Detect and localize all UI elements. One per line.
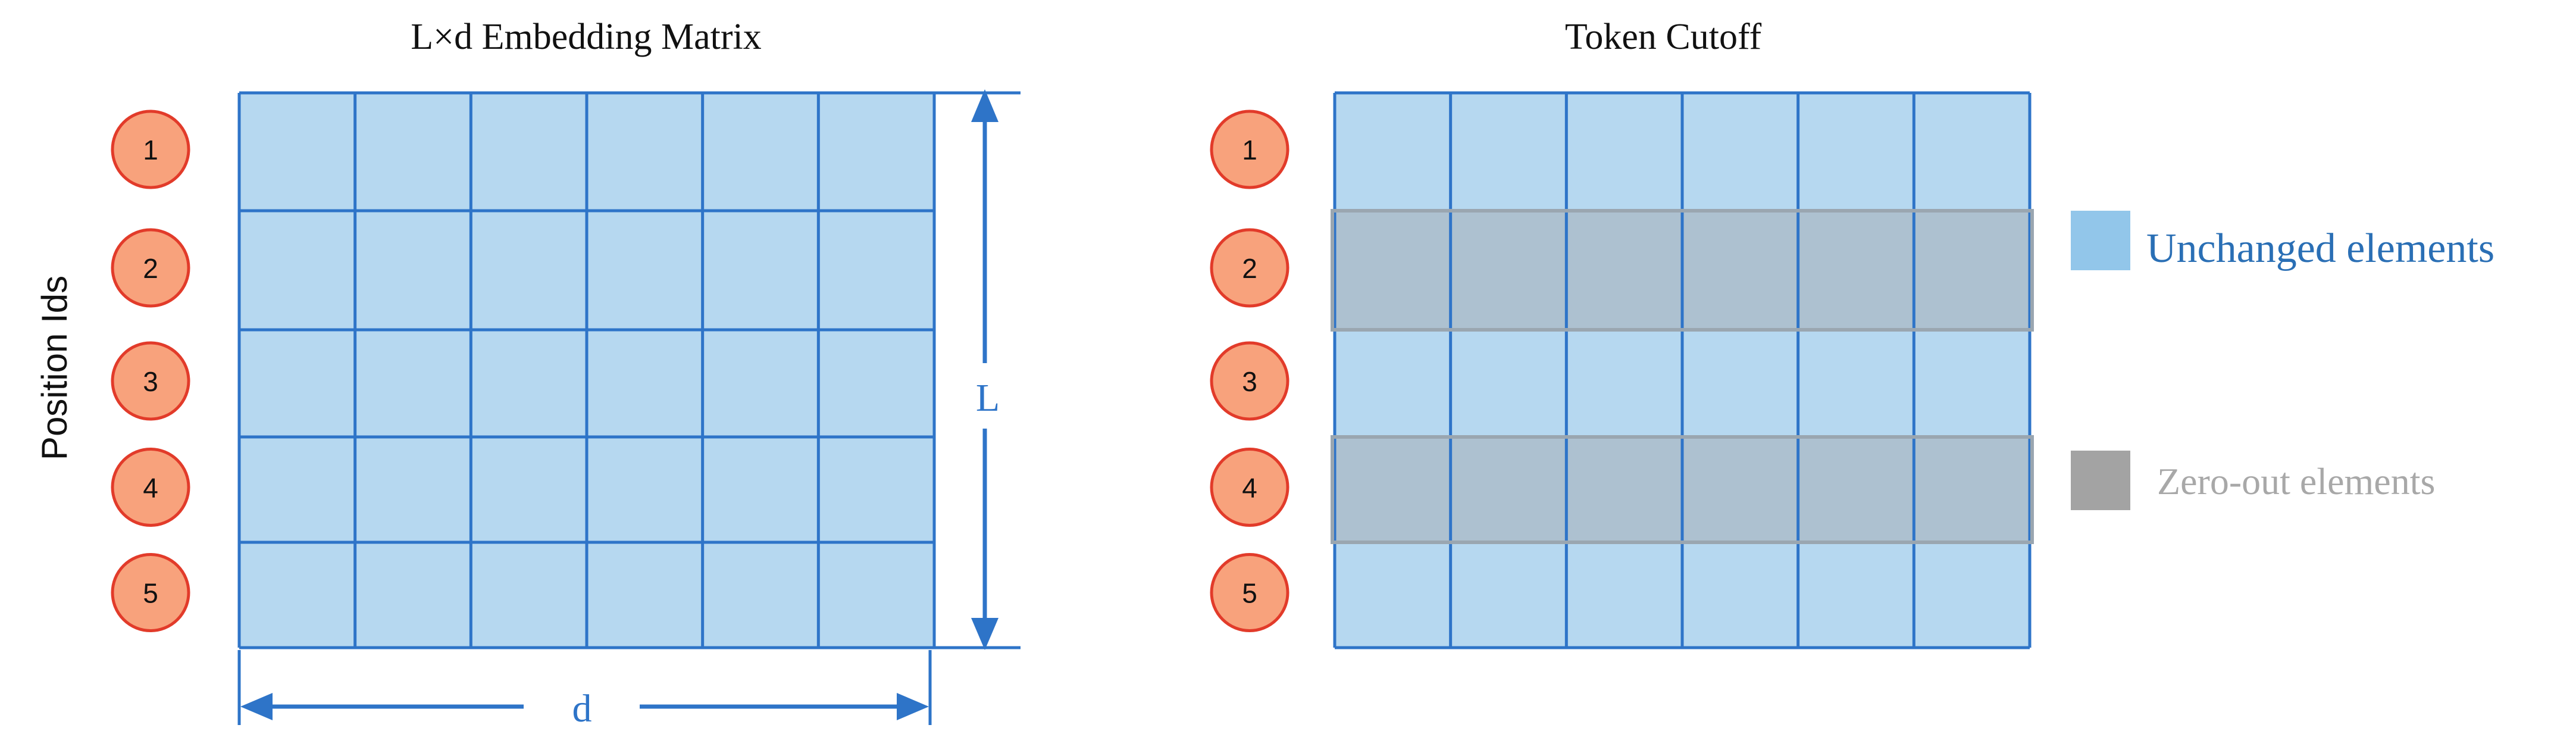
position-id-label: 2 — [1242, 253, 1257, 284]
height-arrow-head-top — [971, 89, 999, 122]
position-id-circle — [111, 448, 190, 527]
position-id-circle — [1210, 110, 1289, 189]
position-id-label: 4 — [1242, 473, 1257, 504]
width-dimension: d — [237, 650, 932, 730]
width-label: d — [572, 687, 592, 730]
legend-zero-out-swatch — [2071, 451, 2130, 510]
right-position-ids: 1 2 3 4 5 — [1210, 110, 1289, 632]
position-id-label: 3 — [143, 366, 158, 397]
embedding-matrix — [237, 91, 936, 649]
position-id-label: 4 — [143, 473, 158, 504]
position-id-circle — [111, 228, 190, 308]
height-arrow-head-bottom — [971, 618, 999, 650]
left-position-ids: 1 2 3 4 5 — [111, 110, 190, 632]
zeroed-row-border — [1331, 435, 2034, 544]
position-id-circle — [1210, 228, 1289, 308]
position-id-circle — [111, 553, 190, 632]
position-id-label: 5 — [143, 578, 158, 609]
position-id-circle — [111, 110, 190, 189]
position-id-circle — [1210, 341, 1289, 421]
position-id-label: 1 — [1242, 135, 1257, 165]
legend-unchanged-label: Unchanged elements — [2146, 226, 2494, 271]
right-panel-title: Token Cutoff — [1565, 17, 1762, 57]
position-id-label: 1 — [143, 135, 158, 165]
position-ids-label: Position Ids — [35, 276, 74, 460]
position-id-circle — [1210, 553, 1289, 632]
height-dimension: L — [934, 89, 1021, 650]
width-arrow-head-left — [240, 693, 273, 720]
position-id-label: 2 — [143, 253, 158, 284]
token-cutoff-matrix — [1331, 91, 2034, 649]
position-id-label: 5 — [1242, 578, 1257, 609]
legend-unchanged-swatch — [2071, 211, 2130, 270]
width-arrow-head-right — [897, 693, 929, 720]
legend-zero-out-label: Zero-out elements — [2157, 460, 2435, 502]
position-id-circle — [111, 341, 190, 421]
zeroed-row-border — [1331, 209, 2034, 332]
position-id-label: 3 — [1242, 366, 1257, 397]
height-label-background — [965, 363, 1004, 429]
height-label: L — [976, 376, 1000, 420]
position-id-circle — [1210, 448, 1289, 527]
left-panel-title: L×d Embedding Matrix — [411, 17, 761, 57]
legend: Unchanged elements Zero-out elements — [2071, 211, 2494, 510]
